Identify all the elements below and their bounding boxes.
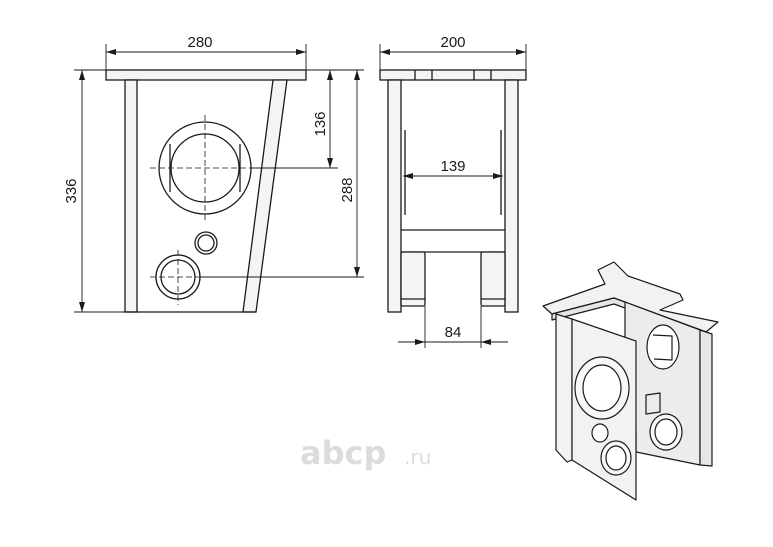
front-view: [105, 69, 307, 313]
isometric-view: [542, 261, 719, 501]
dim-136: 136: [312, 111, 329, 136]
dim-288: 288: [339, 177, 356, 202]
watermark-logo: abcp .ru: [300, 434, 431, 472]
iso-right-plate: [699, 329, 713, 467]
side-view: [379, 69, 527, 313]
side-right-boss: [480, 251, 506, 307]
svg-text:abcp: abcp: [300, 434, 386, 472]
front-top-plate: [105, 69, 307, 81]
dim-336: 336: [63, 178, 80, 203]
front-small-hole-outer: [194, 231, 218, 255]
iso-left-plate: [555, 313, 573, 463]
front-centerlines: [150, 115, 260, 305]
svg-text:.ru: .ru: [404, 445, 431, 469]
dim-280: 280: [187, 34, 212, 51]
side-right-wall: [504, 79, 519, 313]
side-top-plate: [379, 69, 527, 81]
front-left-plate: [124, 79, 138, 313]
dim-200: 200: [440, 34, 465, 51]
iso-small-hole: [591, 423, 609, 443]
front-dimensions: [74, 44, 364, 313]
side-dimensions: [379, 44, 527, 348]
side-left-boss: [400, 251, 426, 307]
dim-139: 139: [440, 158, 465, 175]
side-left-wall: [387, 79, 402, 313]
iso-notch-bore: [646, 324, 680, 370]
dim-84: 84: [445, 324, 462, 341]
front-small-hole-inner: [197, 234, 215, 252]
